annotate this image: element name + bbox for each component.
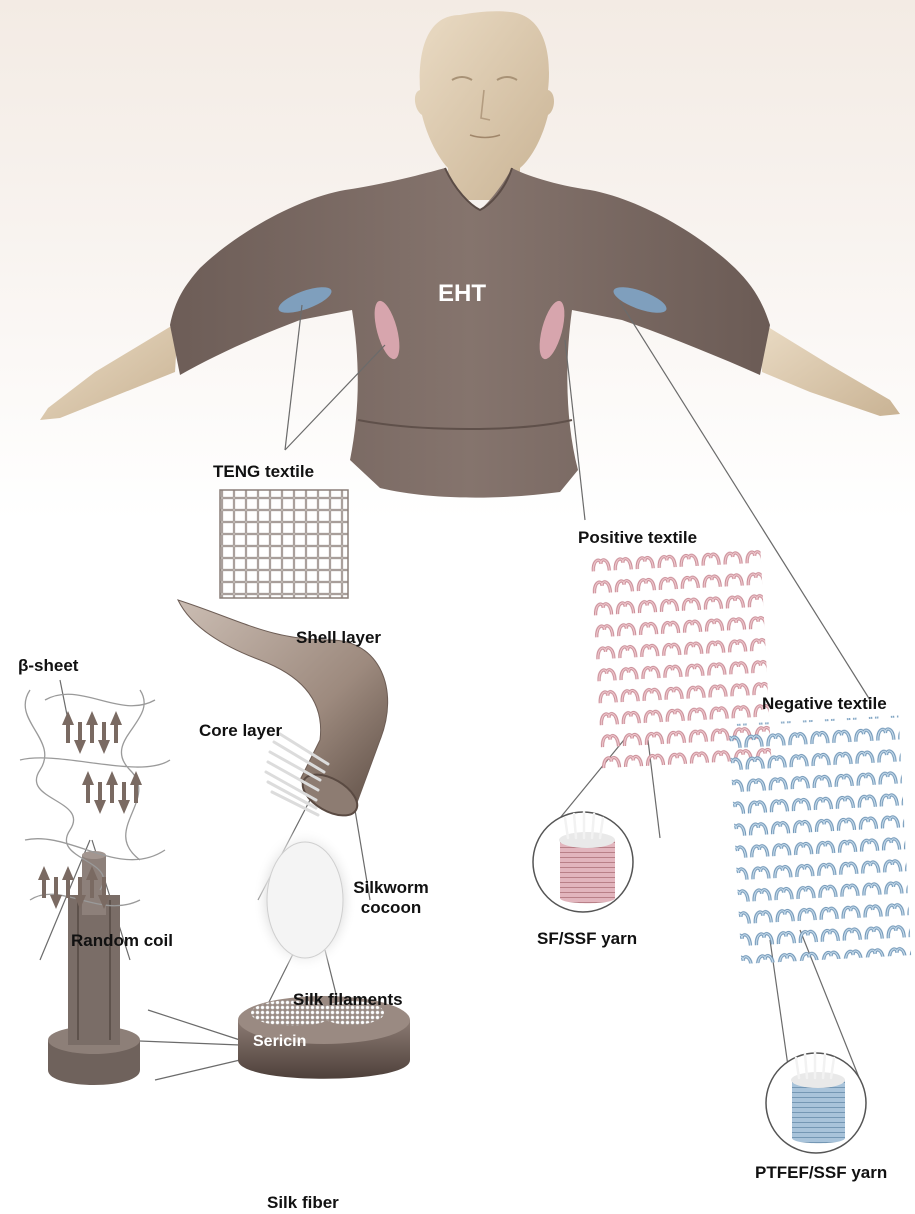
sf-ssf-yarn-label: SF/SSF yarn (537, 929, 637, 949)
core-layer-label: Core layer (199, 721, 282, 741)
teng-textile-swatch (220, 490, 348, 598)
silkworm-cocoon-label-line2: cocoon (350, 898, 432, 918)
negative-textile-swatch (729, 715, 911, 964)
beta-sheet-label: β-sheet (18, 656, 78, 676)
silkworm-cocoon-label: Silkworm cocoon (350, 878, 432, 917)
ptfef-ssf-yarn-label: PTFEF/SSF yarn (755, 1163, 887, 1183)
sf-ssf-yarn-circle (533, 812, 633, 912)
shell-layer-label: Shell layer (296, 628, 381, 648)
negative-textile-label: Negative textile (762, 694, 887, 714)
silk-fiber-label: Silk fiber (267, 1193, 339, 1213)
silkworm-cocoon-label-line1: Silkworm (350, 878, 432, 898)
ptfef-ssf-yarn-circle (766, 1052, 866, 1153)
sericin-label: Sericin (253, 1033, 306, 1051)
teng-textile-label: TENG textile (213, 462, 314, 482)
silk-filaments-label: Silk filaments (293, 990, 403, 1010)
positive-textile-label: Positive textile (578, 528, 697, 548)
beta-sheet-structure (20, 690, 170, 909)
random-coil-label: Random coil (71, 931, 173, 951)
eht-label: EHT (438, 280, 486, 308)
